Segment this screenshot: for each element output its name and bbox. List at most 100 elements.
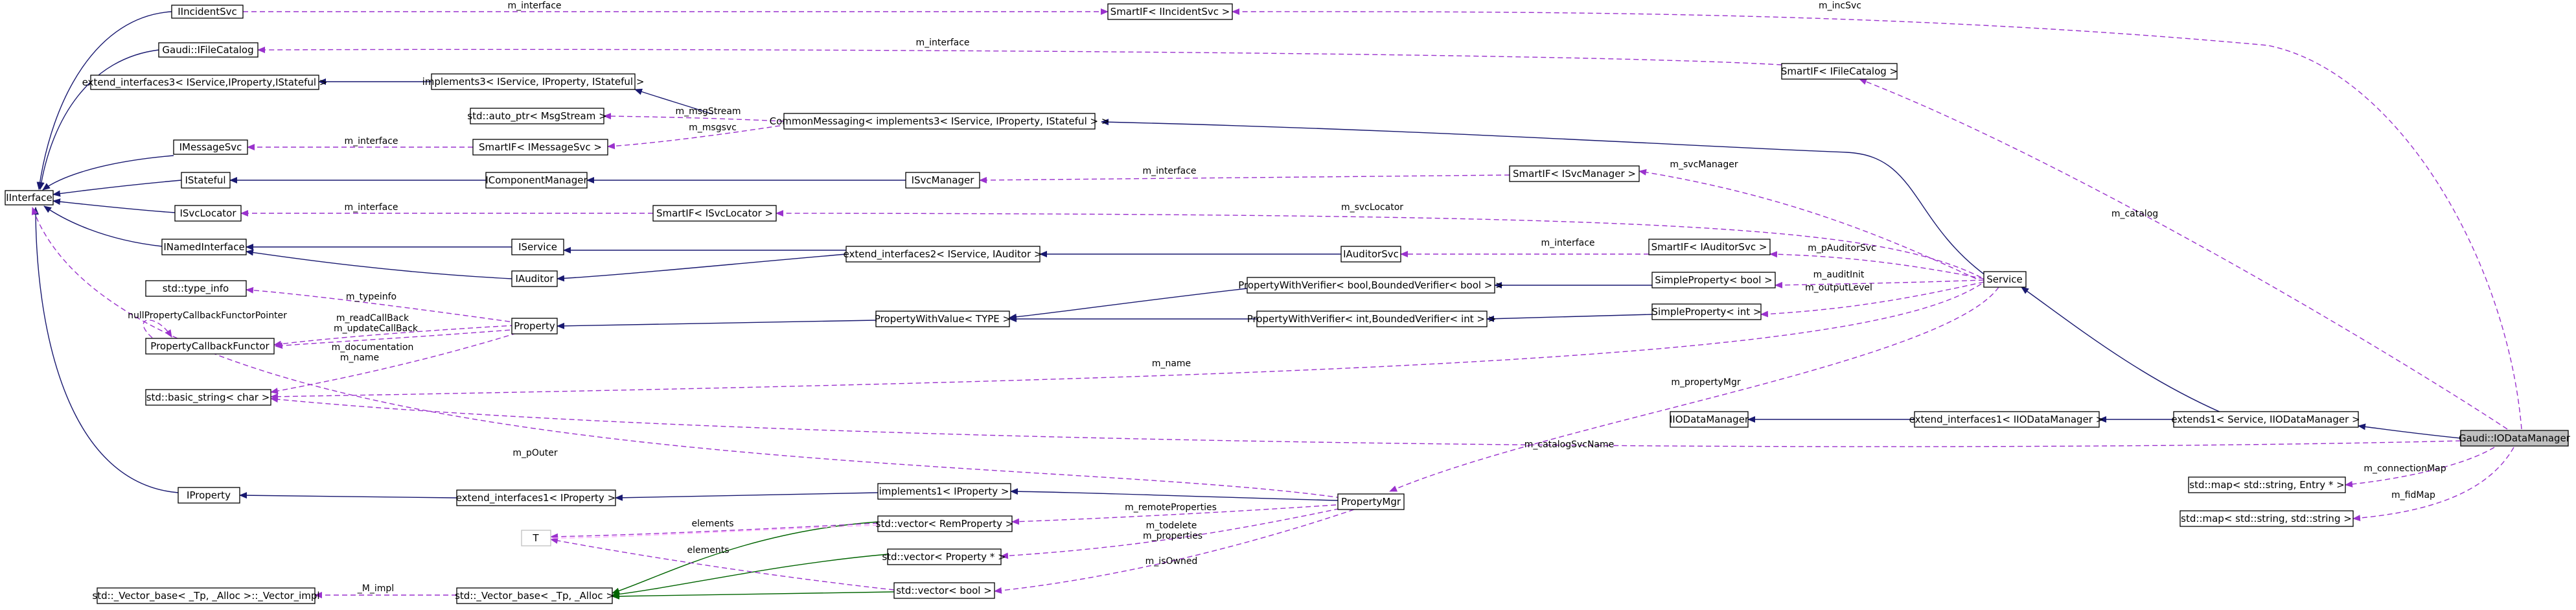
class-vector-property-ptr[interactable]: std::vector< Property * > xyxy=(882,548,1006,565)
label-properties: m_properties xyxy=(1143,531,1202,541)
node-label: std::_Vector_base< _Tp, _Alloc >::_Vecto… xyxy=(92,590,319,602)
class-propertywithvalue[interactable]: PropertyWithValue< TYPE > xyxy=(875,311,1011,327)
class-imessagesvc[interactable]: IMessageSvc xyxy=(173,139,248,155)
node-label: std::type_info xyxy=(163,283,229,295)
class-propertywithverifier-int[interactable]: PropertyWithVerifier< int,BoundedVerifie… xyxy=(1247,311,1497,327)
edge-auditinit xyxy=(1775,279,1984,288)
label-msgsvc: m_msgsvc xyxy=(689,123,737,133)
class-propertymgr[interactable]: PropertyMgr xyxy=(1337,493,1405,510)
class-inamedinterface[interactable]: INamedInterface xyxy=(161,239,247,255)
edge-documentation xyxy=(270,330,525,394)
edge-nullcb xyxy=(143,320,172,338)
node-label: std::vector< Property * > xyxy=(882,551,1006,563)
class-vector-base[interactable]: std::_Vector_base< _Tp, _Alloc > xyxy=(455,587,614,604)
edge-commsg-msgstream xyxy=(603,113,785,122)
class-implements3[interactable]: implements3< IService, IProperty, IState… xyxy=(422,73,645,90)
node-label: Gaudi::IFileCatalog xyxy=(162,44,253,56)
class-map-string-string[interactable]: std::map< std::string, std::string > xyxy=(2179,510,2354,527)
label-inc-interface: m_interface xyxy=(507,1,561,11)
class-auto-ptr-msgstream[interactable]: std::auto_ptr< MsgStream > xyxy=(467,108,607,124)
edge-target-extends1 xyxy=(2358,423,2461,439)
class-propertywithverifier-bool[interactable]: PropertyWithVerifier< bool,BoundedVerifi… xyxy=(1238,277,1504,294)
class-t[interactable]: T xyxy=(521,530,551,546)
node-label: IStateful xyxy=(185,174,225,186)
class-smartif-ifilecatalog[interactable]: SmartIF< IFileCatalog > xyxy=(1781,63,1898,80)
class-vector-bool[interactable]: std::vector< bool > xyxy=(893,582,995,599)
class-propertycallbackfunctor[interactable]: PropertyCallbackFunctor xyxy=(145,338,275,355)
class-vector-base-impl[interactable]: std::_Vector_base< _Tp, _Alloc >::_Vecto… xyxy=(92,587,320,604)
class-smartif-isvclocator[interactable]: SmartIF< ISvcLocator > xyxy=(652,205,777,222)
edge-imessagesvc-iinterface xyxy=(42,155,174,191)
class-implements1-iproperty[interactable]: implements1< IProperty > xyxy=(877,483,1011,500)
class-iauditorsvc[interactable]: IAuditorSvc xyxy=(1340,246,1401,263)
class-vector-remproperty[interactable]: std::vector< RemProperty > xyxy=(876,515,1014,532)
label-nullcb: nullPropertyCallbackFunctorPointer xyxy=(128,311,287,321)
class-type-info[interactable]: std::type_info xyxy=(145,280,247,297)
edge-vecpropptr-vbase xyxy=(612,554,888,598)
edge-pointer-t xyxy=(550,524,879,539)
class-service[interactable]: Service xyxy=(1983,271,2027,288)
node-label: IIODataManager xyxy=(1670,414,1749,425)
class-iservice[interactable]: IService xyxy=(511,239,564,255)
node-label: SmartIF< IIncidentSvc > xyxy=(1110,6,1230,18)
label-typeinfo: m_typeinfo xyxy=(346,292,397,302)
class-iinterface[interactable]: IInterface xyxy=(5,190,54,205)
class-ifilecatalog[interactable]: Gaudi::IFileCatalog xyxy=(158,42,259,58)
class-extend-interfaces1-iproperty[interactable]: extend_interfaces1< IProperty > xyxy=(456,489,616,506)
node-label: SmartIF< IMessageSvc > xyxy=(479,141,602,153)
label-remote: m_remoteProperties xyxy=(1125,502,1217,513)
class-iauditor[interactable]: IAuditor xyxy=(511,270,558,287)
node-label: SimpleProperty< int > xyxy=(1652,306,1762,318)
class-gaudi-iodatamanager[interactable]: Gaudi::IODataManager xyxy=(2459,430,2571,447)
label-catalog: m_catalog xyxy=(2111,209,2158,219)
node-label: T xyxy=(532,532,539,544)
node-label: PropertyWithVerifier< bool,BoundedVerifi… xyxy=(1238,279,1504,291)
class-smartif-isvcmanager[interactable]: SmartIF< ISvcManager > xyxy=(1509,165,1640,182)
class-isvclocator[interactable]: ISvcLocator xyxy=(174,205,242,222)
node-label: IService xyxy=(518,241,557,253)
class-isvcmanager[interactable]: ISvcManager xyxy=(905,172,980,189)
edge-commsg-msgsvc xyxy=(607,123,798,150)
class-iincidentsvc[interactable]: IIncidentSvc xyxy=(171,5,244,19)
label-incsvc: m_incSvc xyxy=(1819,1,1861,11)
label-documentation: m_documentation xyxy=(332,342,414,353)
edge-readcb xyxy=(273,325,516,347)
node-label: PropertyCallbackFunctor xyxy=(150,340,270,352)
class-smartif-iincidentsvc[interactable]: SmartIF< IIncidentSvc > xyxy=(1107,3,1233,20)
class-simpleproperty-bool[interactable]: SimpleProperty< bool > xyxy=(1651,272,1776,288)
class-smartif-imessagesvc[interactable]: SmartIF< IMessageSvc > xyxy=(472,139,608,156)
class-simpleproperty-int[interactable]: SimpleProperty< int > xyxy=(1651,303,1762,320)
class-smartif-iauditorsvc[interactable]: SmartIF< IAuditorSvc > xyxy=(1648,239,1771,255)
node-label: SmartIF< ISvcManager > xyxy=(1513,168,1636,180)
class-extend-interfaces3[interactable]: extend_interfaces3< IService,IProperty,I… xyxy=(82,75,328,90)
class-extends1[interactable]: extends1< Service, IIODataManager > xyxy=(2171,411,2360,428)
class-commonmessaging[interactable]: CommonMessaging< implements3< IService, … xyxy=(770,113,1110,130)
class-basic-string[interactable]: std::basic_string< char > xyxy=(145,389,271,406)
label-pauditorsvc: m_pAuditorSvc xyxy=(1808,243,1876,253)
class-extend-interfaces1-iiodatamanager[interactable]: extend_interfaces1< IIODataManager > xyxy=(1909,411,2104,428)
node-label: extend_interfaces2< IService, IAuditor > xyxy=(844,248,1042,261)
node-label: SimpleProperty< bool > xyxy=(1655,274,1772,286)
class-icomponentmanager[interactable]: IComponentManager xyxy=(485,172,588,189)
label-propertymgr: m_propertyMgr xyxy=(1671,377,1741,388)
edge-vecrem-vbase xyxy=(612,521,879,594)
label-sname: m_name xyxy=(1152,358,1191,369)
node-label: std::map< std::string, std::string > xyxy=(2181,513,2352,524)
node-label: ISvcLocator xyxy=(179,207,236,219)
edge-smartifcat-interface xyxy=(257,46,1782,65)
class-iproperty[interactable]: IProperty xyxy=(178,487,240,504)
node-label: ISvcManager xyxy=(912,174,975,186)
label-pname: m_name xyxy=(340,353,379,363)
class-property[interactable]: Property xyxy=(511,318,558,334)
class-iiodatamanager[interactable]: IIODataManager xyxy=(1670,411,1749,428)
class-extend-interfaces2[interactable]: extend_interfaces2< IService, IAuditor > xyxy=(844,246,1042,263)
edge-pouter xyxy=(32,207,1342,499)
node-label: IInterface xyxy=(6,192,52,204)
class-istateful[interactable]: IStateful xyxy=(181,172,231,189)
edge-servicename xyxy=(270,283,1982,400)
edge-updatecb xyxy=(275,329,519,349)
class-map-string-entry[interactable]: std::map< std::string, Entry * > xyxy=(2188,476,2346,493)
node-label: std::vector< bool > xyxy=(896,585,992,596)
edge-elements2 xyxy=(550,537,895,591)
